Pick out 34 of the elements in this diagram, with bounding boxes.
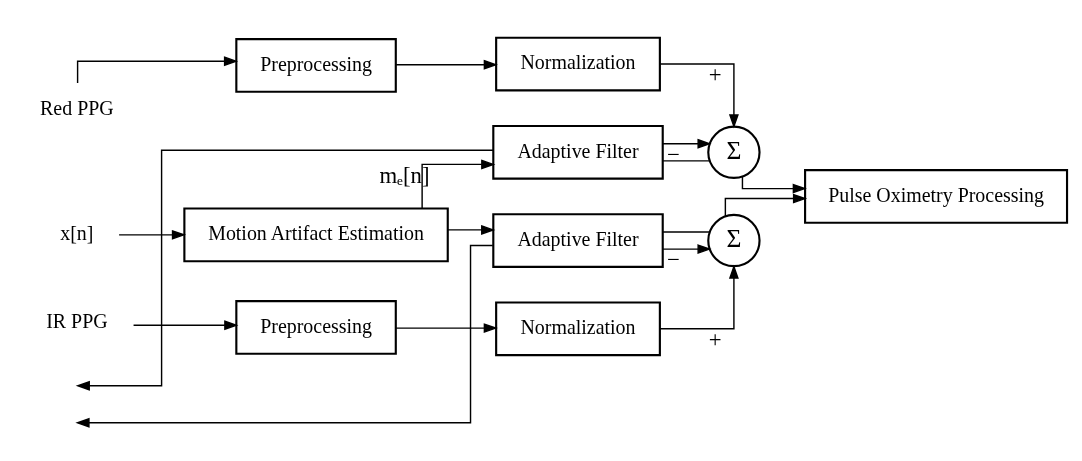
node-box: Normalization [495, 36, 661, 92]
node-box: Normalization [495, 301, 661, 357]
arrow [447, 224, 496, 235]
arrow [118, 229, 187, 240]
node-box: Motion Artifact Estimation [183, 207, 449, 263]
arrow [741, 176, 807, 194]
node-box: Preprocessing [235, 38, 397, 93]
node-box: Adaptive Filter [492, 213, 664, 268]
arrow [75, 149, 494, 391]
arrow [395, 59, 498, 70]
arrow [76, 56, 239, 84]
node-box: Preprocessing [235, 300, 397, 355]
connector [662, 160, 711, 162]
edge-label: + [708, 62, 722, 88]
arrow [724, 193, 808, 217]
arrow [659, 63, 739, 129]
node-box: Pulse Oximetry Processing [804, 169, 1069, 224]
arrow [659, 264, 739, 330]
node-circle: Σ [707, 125, 761, 179]
arrow [421, 159, 496, 209]
arrow [75, 244, 494, 428]
connector [662, 231, 711, 233]
edge-label: + [708, 327, 722, 353]
node-circle: Σ [707, 213, 761, 268]
arrow [395, 323, 498, 334]
arrow [132, 320, 239, 331]
node-text: x[n] [60, 222, 94, 245]
edge-label: − [666, 247, 680, 273]
node-text: IR PPG [46, 310, 108, 333]
arrow [662, 138, 712, 149]
edge-label: − [666, 141, 680, 167]
arrow [662, 244, 712, 255]
node-box: Adaptive Filter [492, 124, 664, 180]
node-text: Red PPG [40, 96, 114, 119]
